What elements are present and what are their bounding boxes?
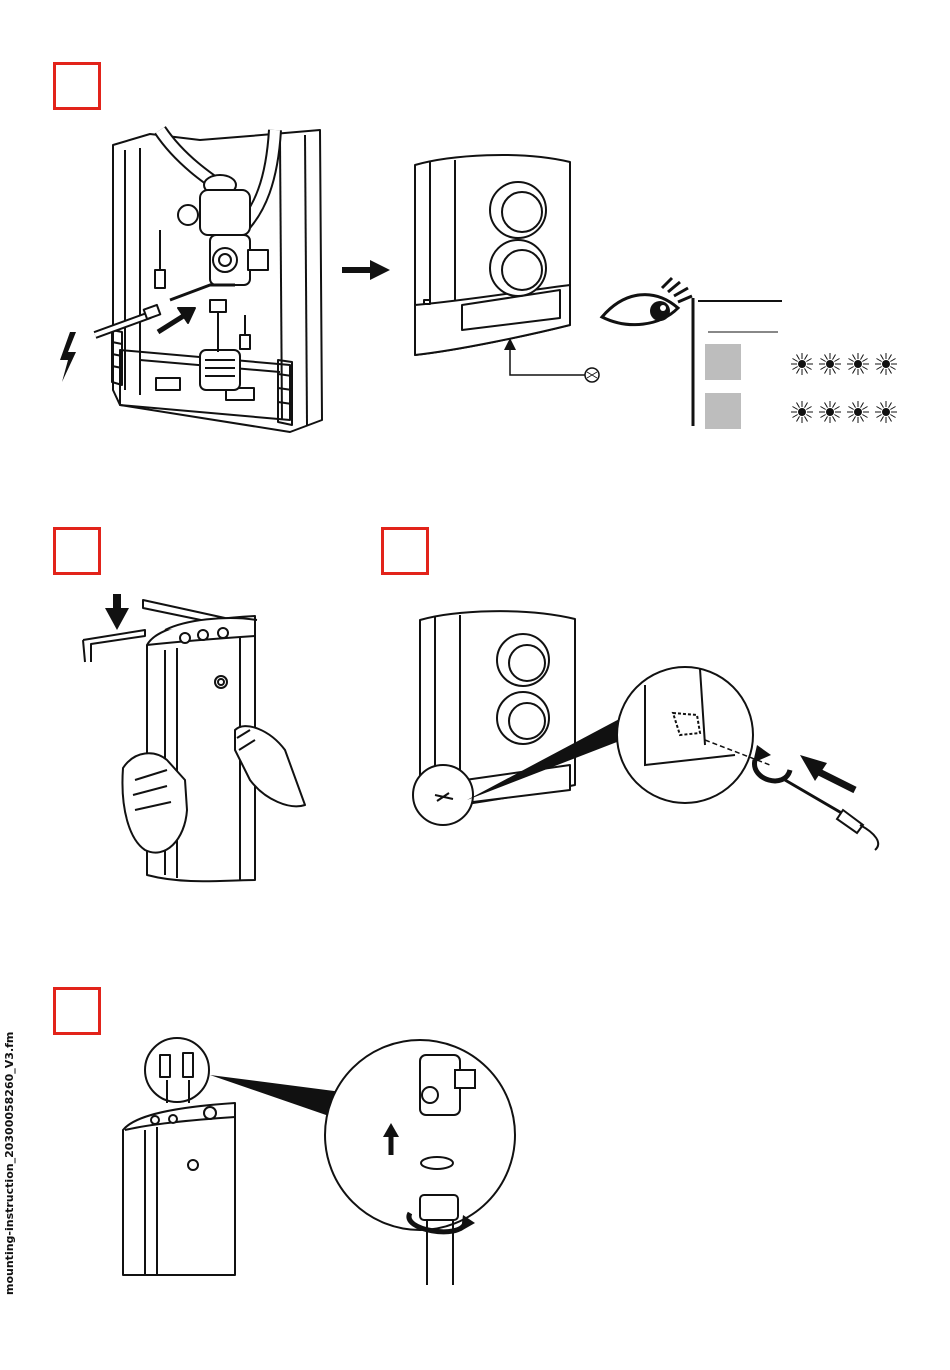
lightning-icon xyxy=(60,332,76,382)
arrow-left-icon xyxy=(800,755,855,790)
indicator-panel xyxy=(690,298,910,438)
step-1-unit-open-illustration xyxy=(50,120,340,440)
step-3-screw-illustration xyxy=(405,605,905,865)
indicator-light-icon xyxy=(875,401,897,423)
step-4-frame xyxy=(53,987,101,1035)
rotate-arrow-icon xyxy=(753,745,790,781)
indicator-light-icon xyxy=(819,353,841,375)
indicator-light-icon xyxy=(791,401,813,423)
indicator-light-icon xyxy=(819,401,841,423)
screwdriver-icon xyxy=(785,780,878,850)
indicator-light-row xyxy=(791,353,897,375)
indicator-light-row xyxy=(791,401,897,423)
step-2-frame xyxy=(53,527,101,575)
step-4-valve-illustration xyxy=(115,1035,495,1285)
arrow-right-icon xyxy=(340,258,392,282)
step-3-frame xyxy=(381,527,429,575)
indicator-light-icon xyxy=(847,353,869,375)
step-1-frame xyxy=(53,62,101,110)
indicator-light-icon xyxy=(875,353,897,375)
step-1-unit-closed-illustration xyxy=(410,150,610,390)
step-2-mount-housing-illustration xyxy=(75,590,315,890)
footer-filename: mounting-instruction_20300058260_V3.fm xyxy=(3,1032,16,1295)
arrow-down-icon xyxy=(105,594,129,630)
eye-icon xyxy=(600,270,695,340)
indicator-light-icon xyxy=(847,401,869,423)
indicator-light-icon xyxy=(791,353,813,375)
